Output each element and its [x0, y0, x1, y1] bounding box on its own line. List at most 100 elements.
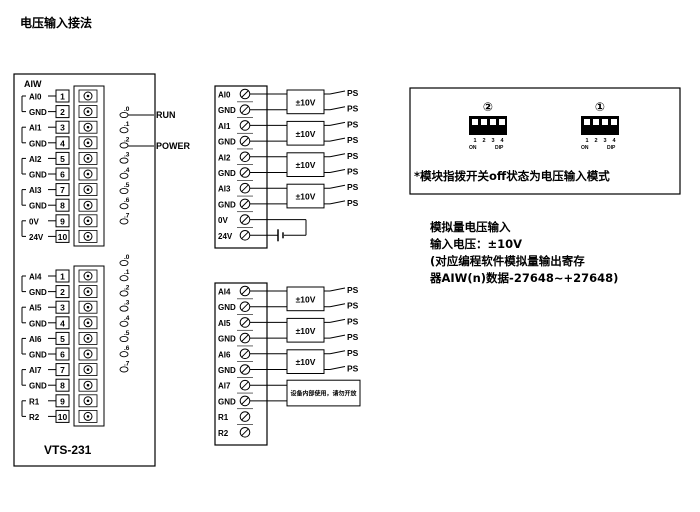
pin-number: 6 [60, 170, 65, 180]
wiring-terminal-label: GND [218, 169, 236, 178]
screw-icon [83, 200, 93, 210]
screw-icon [239, 379, 251, 391]
screw-slot [78, 167, 98, 181]
wiring-terminal-label: AI6 [218, 350, 231, 359]
note-line: 器AIW(n)数据-27648~+27648) [430, 271, 619, 285]
voltage-source-label: ±10V [296, 357, 316, 367]
screw-slot [78, 409, 98, 423]
terminal-block-bottom [214, 282, 268, 446]
dip-switch-1-number: ① [595, 100, 605, 114]
dip-switch-2-body [469, 116, 507, 135]
terminal-label: R1 [29, 397, 40, 406]
screw-center-icon [86, 188, 90, 191]
screw-center-icon [86, 235, 90, 238]
pin-number: 10 [58, 412, 68, 422]
pin-box [55, 363, 70, 377]
note-line: 输入电压：±10V [430, 237, 523, 251]
pin-box [55, 300, 70, 314]
screw-slot [78, 151, 98, 165]
led-label: .0 [124, 254, 130, 261]
screw-icon [239, 285, 251, 297]
pin-number: 8 [60, 381, 65, 391]
wiring-terminal-label: AI5 [218, 319, 231, 328]
ps-label: PS [347, 135, 359, 145]
screw-slot [78, 269, 98, 283]
led-label: .1 [124, 121, 130, 128]
screw-center-icon [86, 141, 90, 145]
dip-toggle [584, 119, 590, 125]
pin-box [55, 183, 70, 197]
screw-center-icon [86, 157, 90, 160]
dip-toggle [611, 119, 617, 125]
screw-icon [83, 333, 93, 343]
pin-number: 3 [60, 303, 65, 313]
pin-number: 4 [60, 138, 65, 148]
pin-box [55, 316, 70, 330]
dip-on-label: ON [469, 145, 477, 151]
dip-toggle [472, 119, 478, 125]
dip-on-label: ON [581, 145, 589, 151]
pin-number: 9 [60, 216, 65, 226]
ps-label: PS [347, 88, 359, 98]
screw-center-icon [86, 94, 90, 98]
screw-icon [239, 230, 251, 241]
module-model: VTS-231 [44, 443, 92, 457]
led-label: .3 [124, 300, 130, 307]
voltage-source-box [286, 152, 325, 178]
terminal-block-top [214, 85, 268, 249]
led-label: .5 [124, 330, 130, 337]
terminal-label: AI6 [29, 335, 42, 344]
terminal-label: GND [29, 202, 47, 211]
screw-slot [78, 347, 98, 361]
pin-box [55, 105, 70, 119]
led-icon [119, 157, 129, 164]
note-line: (对应编程软件模拟量输出寄存 [430, 254, 585, 268]
ps-label: PS [347, 151, 359, 161]
led-icon [119, 172, 129, 179]
voltage-source-box [286, 349, 325, 374]
led-label: .0 [124, 106, 130, 113]
power-label: POWER [156, 141, 191, 151]
screw-slot [78, 136, 98, 150]
ps-label: PS [347, 119, 359, 129]
led-label: .4 [124, 315, 130, 322]
screw-icon [83, 287, 93, 297]
pin-number: 5 [60, 154, 65, 164]
screw-center-icon [86, 110, 90, 113]
dip-position: 4 [612, 138, 616, 144]
screw-slot [78, 214, 98, 228]
pin-box [55, 136, 70, 150]
screw-icon [239, 364, 251, 375]
ps-label: PS [347, 285, 359, 295]
led-icon [119, 366, 129, 373]
pin-box [55, 409, 70, 423]
screw-icon [239, 198, 251, 210]
ps-label: PS [347, 198, 359, 208]
led-icon [119, 142, 129, 149]
screw-icon [239, 214, 251, 225]
screw-icon [83, 380, 93, 390]
screw-slot [78, 316, 98, 330]
led-label: .7 [124, 212, 130, 219]
dip-switch-2-number: ② [483, 100, 493, 114]
wiring-terminal-label: AI0 [218, 91, 231, 100]
led-icon [119, 259, 129, 267]
pin-number: 3 [60, 123, 65, 133]
terminal-label: AI2 [29, 155, 42, 164]
led-label: .2 [124, 136, 130, 143]
led-label: .6 [124, 345, 130, 352]
screw-center-icon [86, 352, 90, 356]
screw-icon [83, 107, 93, 117]
wiring-terminal-label: GND [218, 397, 236, 406]
pin-box [55, 198, 70, 212]
led-label: .1 [124, 269, 130, 276]
pin-box [55, 229, 70, 243]
terminal-label: AI4 [29, 273, 42, 282]
led-icon [119, 320, 129, 327]
screw-icon [83, 231, 93, 241]
module-header: AIW [24, 79, 42, 89]
dip-position: 2 [482, 138, 485, 144]
dip-position: 1 [473, 138, 476, 144]
screw-center-icon [86, 172, 90, 176]
